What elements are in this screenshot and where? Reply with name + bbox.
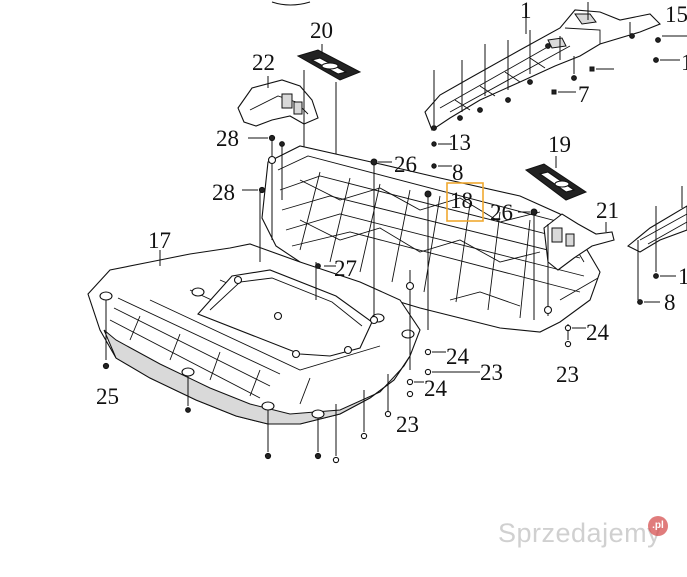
callout-1-top: 1 [520, 0, 532, 23]
callout-17: 17 [148, 228, 171, 253]
side-rail-upper-right [424, 9, 661, 131]
pad-20 [296, 44, 362, 160]
fastener-leaders [102, 134, 586, 464]
callout-13: 13 [448, 130, 471, 155]
callout-23-a: 23 [480, 360, 503, 385]
side-rail-right [626, 186, 687, 305]
callout-1-upper-right: 1 [681, 50, 687, 75]
callout-28-upper: 28 [216, 126, 239, 151]
callout-24-b: 24 [424, 376, 448, 401]
callout-8-right: 8 [664, 290, 676, 315]
callout-22: 22 [252, 50, 275, 75]
callout-labels: 1 15 1 7 13 8 20 22 28 28 26 18 19 26 21… [96, 0, 687, 437]
rail-fasteners [431, 2, 687, 169]
callout-24-c: 24 [586, 320, 610, 345]
callout-1-right: 1 [678, 264, 687, 289]
bracket-21 [543, 213, 615, 271]
partial-outline-top [271, 1, 311, 6]
highlighted-callout-box [446, 182, 484, 222]
callout-27: 27 [334, 256, 357, 281]
callout-24-a: 24 [446, 344, 470, 369]
callout-23-b: 23 [396, 412, 419, 437]
callout-18: 18 [450, 188, 473, 213]
watermark-text: Sprzedajemy [498, 518, 662, 548]
callout-26-left: 26 [394, 152, 417, 177]
callout-26-right: 26 [490, 200, 513, 225]
callout-20: 20 [310, 18, 333, 43]
bracket-22 [237, 76, 319, 127]
watermark-badge-icon: .pl [648, 516, 668, 536]
callout-25: 25 [96, 384, 119, 409]
callout-19: 19 [548, 132, 571, 157]
callout-15: 15 [665, 2, 687, 27]
pad-19 [524, 156, 588, 201]
callout-8-top: 8 [452, 160, 464, 185]
skid-plate-17 [87, 243, 421, 425]
callout-28-lower: 28 [212, 180, 235, 205]
callout-21: 21 [596, 198, 619, 223]
callout-23-c: 23 [556, 362, 579, 387]
callout-7: 7 [578, 82, 590, 107]
